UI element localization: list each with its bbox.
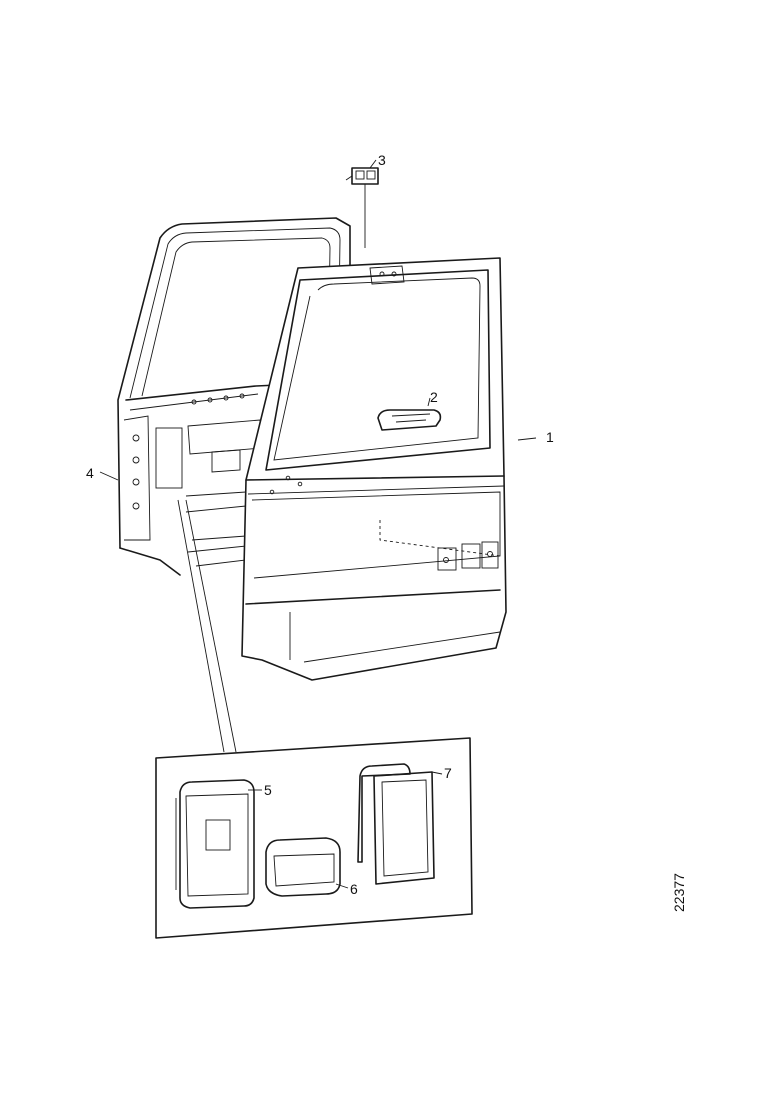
seal-part-7 <box>357 763 435 885</box>
callout-6: 6 <box>350 881 358 897</box>
callout-2: 2 <box>430 389 438 405</box>
callout-4: 4 <box>86 465 94 481</box>
hinge-clip <box>345 167 379 248</box>
callout-3: 3 <box>378 152 386 168</box>
callout-5: 5 <box>264 782 272 798</box>
inner-handle <box>377 409 442 431</box>
seal-part-5 <box>175 779 255 909</box>
leader-lines <box>99 159 537 889</box>
door-panel <box>241 257 507 681</box>
callout-1: 1 <box>546 429 554 445</box>
drawing-number: 22377 <box>671 873 687 912</box>
callout-7: 7 <box>444 765 452 781</box>
seal-part-6 <box>265 837 341 897</box>
exploded-seal-panel <box>155 499 473 939</box>
